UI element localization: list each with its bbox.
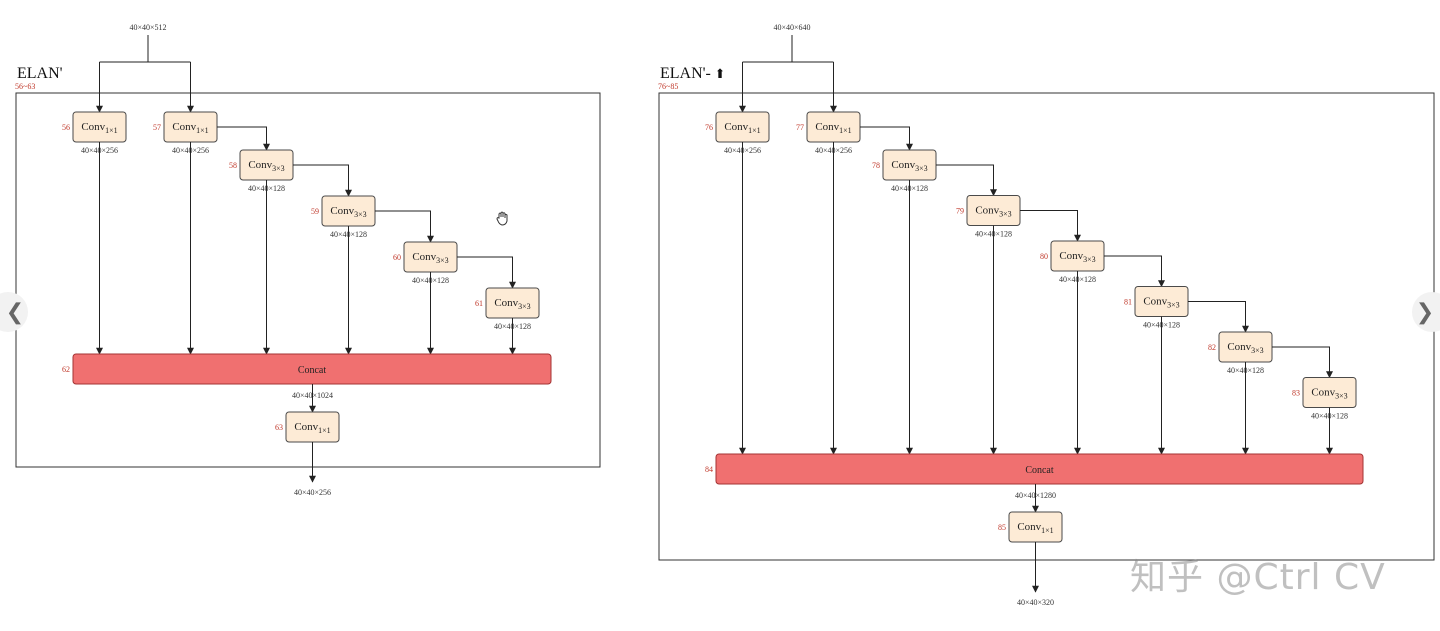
conv-block-63: Conv1×1 63 bbox=[275, 411, 340, 443]
output-dim: 40×40×320 bbox=[1017, 598, 1054, 607]
conv-label: Conv3×3 bbox=[1059, 250, 1095, 264]
node-index: 57 bbox=[153, 123, 161, 132]
conv-label: Conv1×1 bbox=[724, 121, 760, 135]
connector-line bbox=[1020, 210, 1081, 242]
conv-block-80: Conv3×3 80 bbox=[1040, 240, 1105, 272]
node-index: 62 bbox=[62, 365, 70, 374]
node-index: 84 bbox=[705, 465, 713, 474]
connector-line bbox=[293, 164, 352, 197]
conv-block-57: Conv1×1 57 bbox=[153, 111, 218, 143]
concat-label: Concat bbox=[298, 365, 327, 376]
connector-line bbox=[860, 126, 913, 151]
conv-label: Conv3×3 bbox=[1227, 341, 1263, 355]
conv-label: Conv1×1 bbox=[1017, 521, 1053, 535]
node-index: 81 bbox=[1124, 298, 1132, 307]
elan-right-diagram: ELAN'-⬆76~8540×40×640Conv1×17640×40×256C… bbox=[658, 23, 1435, 607]
node-index: 63 bbox=[275, 423, 283, 432]
node-index: 76 bbox=[705, 123, 713, 132]
connector-line bbox=[375, 210, 434, 243]
node-index: 80 bbox=[1040, 252, 1048, 261]
input-dim: 40×40×640 bbox=[773, 23, 810, 32]
conv-block-60: Conv3×3 60 bbox=[393, 241, 458, 273]
conv-block-76: Conv1×1 76 bbox=[705, 111, 770, 143]
diagram-frame bbox=[658, 92, 1435, 561]
conv-label: Conv3×3 bbox=[1143, 296, 1179, 310]
conv-label: Conv3×3 bbox=[975, 205, 1011, 219]
conv-block-77: Conv1×1 77 bbox=[796, 111, 861, 143]
conv-block-79: Conv3×3 79 bbox=[956, 195, 1021, 226]
connector-line bbox=[457, 256, 516, 289]
node-range: 56~63 bbox=[15, 82, 35, 91]
conv-block-82: Conv3×3 82 bbox=[1208, 331, 1273, 363]
node-index: 79 bbox=[956, 207, 964, 216]
chevron-left-icon: ❮ bbox=[5, 299, 25, 325]
node-index: 61 bbox=[475, 299, 483, 308]
conv-label: Conv1×1 bbox=[81, 121, 117, 135]
concat-bar bbox=[715, 453, 1364, 485]
conv-block-81: Conv3×3 81 bbox=[1124, 286, 1189, 317]
node-index: 78 bbox=[872, 161, 880, 170]
chevron-right-icon: ❯ bbox=[1415, 299, 1435, 325]
node-index: 58 bbox=[229, 161, 237, 170]
output-dim: 40×40×256 bbox=[294, 488, 331, 497]
connector-line bbox=[936, 164, 997, 197]
diagram-title: ELAN' bbox=[17, 65, 63, 82]
node-index: 56 bbox=[62, 123, 70, 132]
conv-block-61: Conv3×3 61 bbox=[475, 287, 540, 319]
conv-block-83: Conv3×3 83 bbox=[1292, 377, 1357, 408]
node-index: 83 bbox=[1292, 389, 1300, 398]
hand-cursor-icon bbox=[496, 211, 508, 226]
concat-label: Concat bbox=[1025, 465, 1054, 476]
node-index: 85 bbox=[998, 523, 1006, 532]
conv-block-59: Conv3×3 59 bbox=[311, 195, 376, 227]
conv-label: Conv3×3 bbox=[1311, 387, 1347, 401]
diagram-title: ELAN'- bbox=[660, 65, 711, 82]
conv-label: Conv3×3 bbox=[494, 297, 530, 311]
node-range: 76~85 bbox=[658, 82, 678, 91]
node-index: 77 bbox=[796, 123, 804, 132]
node-index: 59 bbox=[311, 207, 319, 216]
node-index: 82 bbox=[1208, 343, 1216, 352]
connector-line bbox=[1188, 301, 1249, 333]
diagram-frame bbox=[15, 92, 601, 468]
conv-label: Conv1×1 bbox=[294, 421, 330, 435]
conv-label: Conv3×3 bbox=[248, 159, 284, 173]
conv-label: Conv3×3 bbox=[330, 205, 366, 219]
input-dim: 40×40×512 bbox=[129, 23, 166, 32]
connector-line bbox=[1104, 255, 1165, 288]
conv-label: Conv3×3 bbox=[891, 159, 927, 173]
conv-label: Conv1×1 bbox=[172, 121, 208, 135]
cursor-arrow-icon: ⬆ bbox=[715, 66, 726, 81]
connector-line bbox=[1272, 346, 1333, 379]
conv-label: Conv1×1 bbox=[815, 121, 851, 135]
conv-block-58: Conv3×3 58 bbox=[229, 149, 294, 181]
node-index: 60 bbox=[393, 253, 401, 262]
watermark: 知乎 @Ctrl CV bbox=[1130, 557, 1386, 598]
conv-block-85: Conv1×1 85 bbox=[998, 511, 1063, 543]
conv-label: Conv3×3 bbox=[412, 251, 448, 265]
next-slide-button[interactable]: ❯ bbox=[1412, 292, 1440, 332]
connector-line bbox=[217, 126, 270, 151]
conv-block-56: Conv1×1 56 bbox=[62, 111, 127, 143]
conv-block-78: Conv3×3 78 bbox=[872, 149, 937, 181]
